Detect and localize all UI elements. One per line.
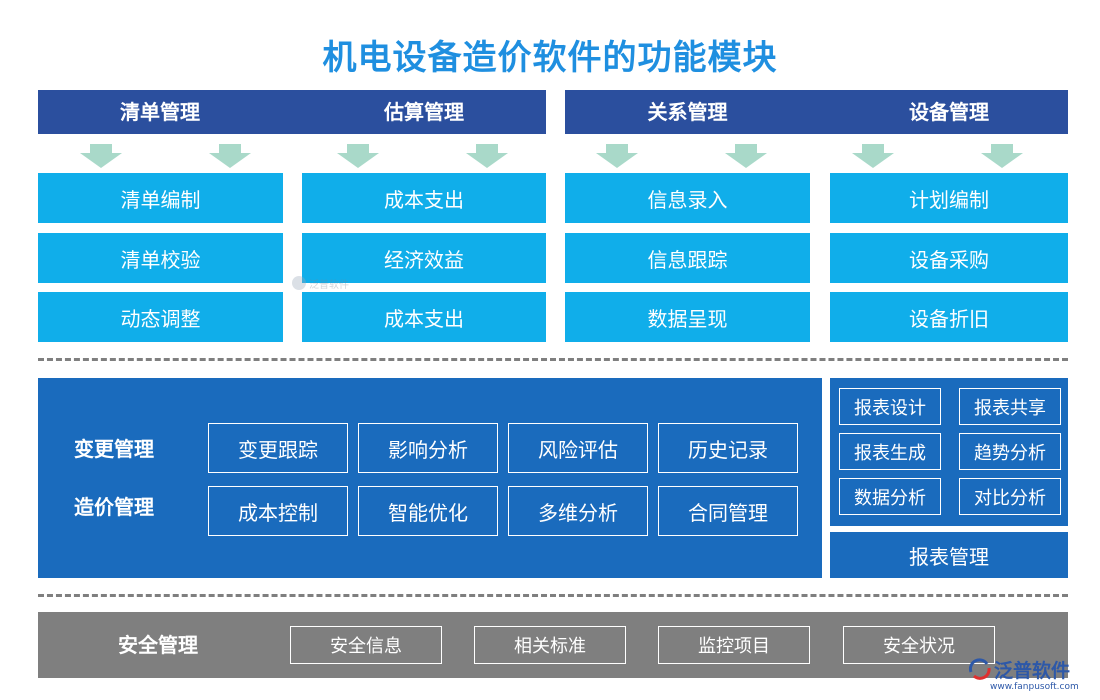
header-qingdan: 清单管理 (120, 100, 200, 124)
module-chengben-zhichu: 成本支出 (302, 173, 546, 223)
diagram-title: 机电设备造价软件的功能模块 (322, 38, 778, 78)
module-jihua-bianzhi: 计划编制 (830, 173, 1068, 223)
header-bar-left: 清单管理 估算管理 (38, 90, 546, 134)
item-zhineng-youhua: 智能优化 (358, 486, 498, 536)
divider-bottom (38, 594, 1068, 597)
header-gusuan: 估算管理 (384, 100, 464, 124)
bottom-bar (38, 612, 1068, 678)
report-guanli: 报表管理 (830, 532, 1068, 578)
watermark-logo-icon (292, 276, 306, 290)
report-shengcheng: 报表生成 (839, 433, 941, 470)
down-arrow-icon (596, 144, 638, 168)
item-anquan-xinxi: 安全信息 (290, 626, 442, 664)
module-shebei-zhejiu: 设备折旧 (830, 292, 1068, 342)
item-fengxian-pinggu: 风险评估 (508, 423, 648, 473)
module-chengben-zhichu-2: 成本支出 (302, 292, 546, 342)
header-guanxi: 关系管理 (647, 100, 728, 124)
watermark: 泛普软件 (292, 274, 362, 292)
module-qingdan-bianzhi: 清单编制 (38, 173, 283, 223)
module-jingji-xiaoyi: 经济效益 (302, 233, 546, 283)
down-arrow-icon (209, 144, 251, 168)
divider-top (38, 358, 1068, 361)
middle-panel (38, 378, 822, 578)
module-qingdan-jiaoyan: 清单校验 (38, 233, 283, 283)
item-chengben-kongzhi: 成本控制 (208, 486, 348, 536)
item-hetong-guanli: 合同管理 (658, 486, 798, 536)
label-biangeng-guanli: 变更管理 (74, 437, 154, 461)
item-biangeng-genzong: 变更跟踪 (208, 423, 348, 473)
down-arrow-icon (725, 144, 767, 168)
brand-logo: 泛普软件 www.fanpusoft.com (968, 656, 1093, 696)
down-arrow-icon (337, 144, 379, 168)
logo-name: 泛普软件 (994, 660, 1071, 682)
report-duibi-fenxi: 对比分析 (959, 478, 1061, 515)
header-shebei: 设备管理 (909, 100, 989, 124)
module-shebei-caigou: 设备采购 (830, 233, 1068, 283)
down-arrow-icon (981, 144, 1023, 168)
module-xinxi-luru: 信息录入 (565, 173, 810, 223)
down-arrow-icon (852, 144, 894, 168)
down-arrow-icon (80, 144, 122, 168)
item-duowei-fenxi: 多维分析 (508, 486, 648, 536)
report-sheji: 报表设计 (839, 388, 941, 425)
label-zaojia-guanli: 造价管理 (74, 495, 154, 519)
item-anquan-zhuangkuang: 安全状况 (843, 626, 995, 664)
item-lishi-jilu: 历史记录 (658, 423, 798, 473)
module-shuju-chengxian: 数据呈现 (565, 292, 810, 342)
header-bar-right: 关系管理 设备管理 (565, 90, 1068, 134)
label-anquan-guanli: 安全管理 (118, 633, 198, 657)
report-qushi-fenxi: 趋势分析 (959, 433, 1061, 470)
module-xinxi-genzong: 信息跟踪 (565, 233, 810, 283)
logo-icon (968, 658, 991, 680)
module-dongtai-tiaozheng: 动态调整 (38, 292, 283, 342)
item-xiangguan-biaozhun: 相关标准 (474, 626, 626, 664)
report-shuju-fenxi: 数据分析 (839, 478, 941, 515)
item-jiankong-xiangmu: 监控项目 (658, 626, 810, 664)
logo-url: www.fanpusoft.com (990, 682, 1079, 692)
down-arrow-icon (466, 144, 508, 168)
item-yingxiang-fenxi: 影响分析 (358, 423, 498, 473)
report-gongxiang: 报表共享 (959, 388, 1061, 425)
